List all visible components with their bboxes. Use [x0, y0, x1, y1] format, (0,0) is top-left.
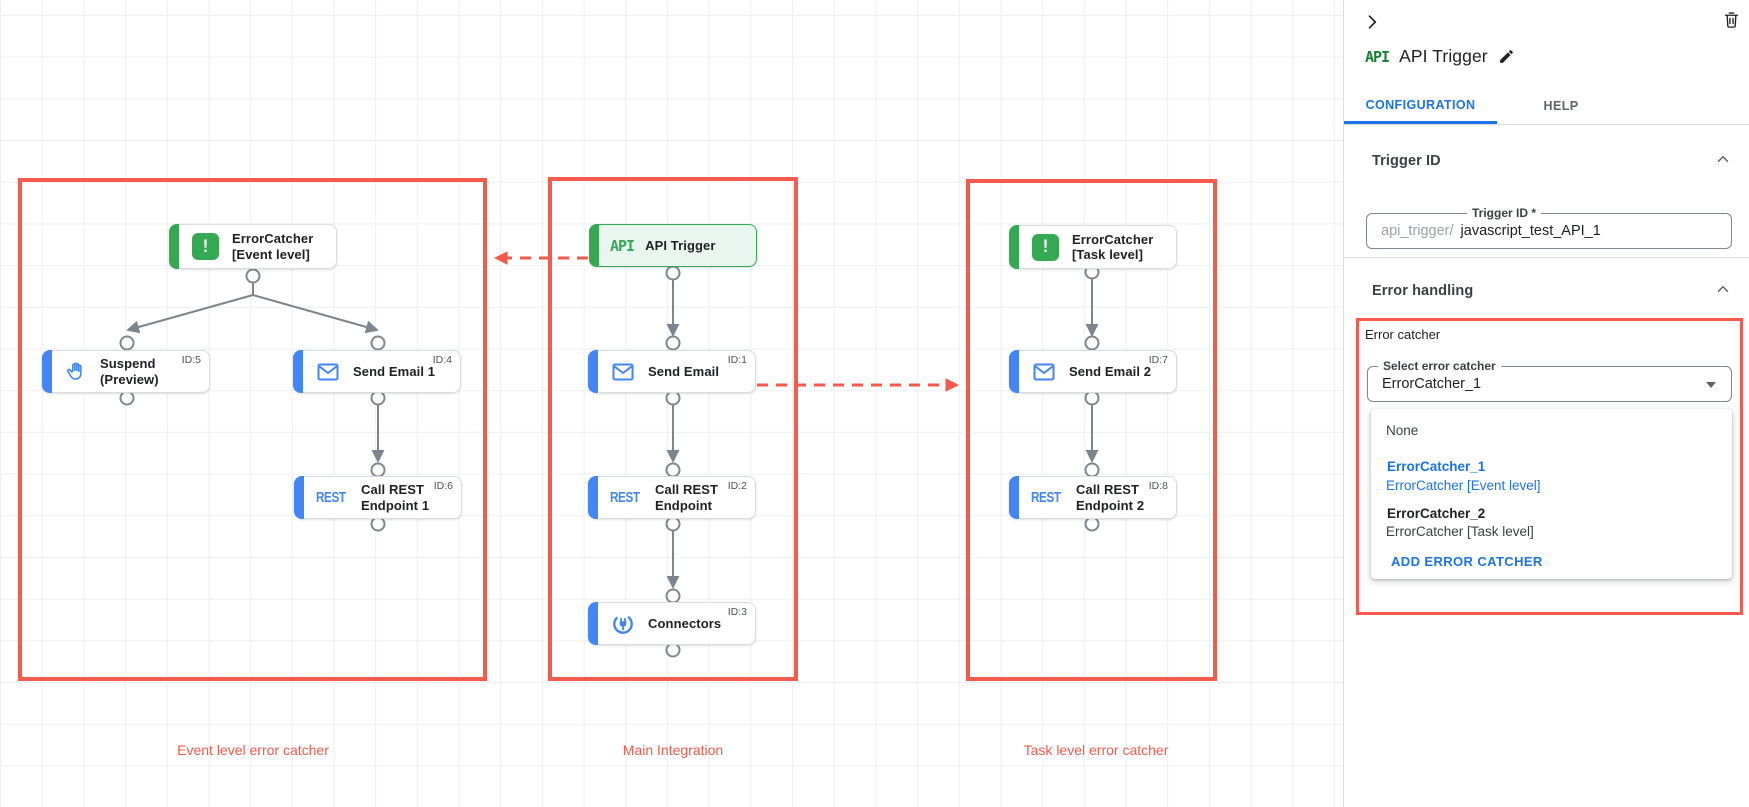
menu-option-errorcatcher-2[interactable]: ErrorCatcher_2 — [1387, 506, 1486, 521]
api-icon: API — [610, 236, 635, 255]
node-label: Send Email 2 — [1069, 363, 1152, 379]
trigger-id-value: javascript_test_API_1 — [1460, 223, 1601, 239]
event-level-group-caption: Event level error catcher — [177, 742, 329, 758]
node-label: Send Email — [648, 363, 720, 379]
node-accent-bar — [1009, 350, 1019, 393]
task-level-group-caption: Task level error catcher — [1023, 742, 1169, 758]
workflow-canvas[interactable]: ! ErrorCatcher [Event level] Suspend (Pr… — [0, 0, 1344, 807]
config-side-panel: API API Trigger CONFIGURATION HELP Trigg… — [1343, 0, 1749, 807]
dropdown-caret-icon — [1706, 382, 1716, 388]
menu-option-errorcatcher-1[interactable]: ErrorCatcher_1 — [1387, 459, 1486, 474]
node-id-badge: ID:4 — [432, 354, 452, 366]
select-error-catcher-value: ErrorCatcher_1 — [1382, 376, 1482, 392]
suspend-hand-icon — [65, 361, 87, 383]
node-id-badge: ID:6 — [433, 480, 453, 492]
rest-icon: REST — [1030, 489, 1061, 506]
panel-tabs: CONFIGURATION HELP — [1344, 88, 1749, 125]
node-accent-bar — [42, 350, 52, 393]
node-send-email-1[interactable]: Send Email 1 ID:4 — [293, 350, 461, 393]
node-connectors[interactable]: Connectors ID:3 — [588, 602, 756, 645]
email-icon — [611, 361, 635, 383]
node-label: Suspend (Preview) — [100, 356, 159, 387]
rest-icon: REST — [315, 489, 346, 506]
event-level-group-box — [18, 178, 487, 681]
node-id-badge: ID:7 — [1148, 354, 1168, 366]
node-label: Call REST Endpoint 2 — [1076, 482, 1145, 513]
trigger-id-prefix: api_trigger/ — [1381, 223, 1454, 239]
node-label: Connectors — [648, 615, 722, 631]
node-send-email[interactable]: Send Email ID:1 — [588, 350, 756, 393]
email-icon — [316, 361, 340, 383]
node-accent-bar — [588, 602, 598, 645]
task-level-group-box — [966, 179, 1217, 681]
node-accent-bar — [294, 476, 304, 519]
node-send-email-2[interactable]: Send Email 2 ID:7 — [1009, 350, 1177, 393]
node-id-badge: ID:1 — [727, 354, 747, 366]
trigger-id-collapse-chevron-icon[interactable] — [1714, 150, 1732, 173]
collapse-panel-chevron-icon[interactable] — [1362, 12, 1382, 37]
panel-title: API Trigger — [1399, 46, 1488, 66]
error-catcher-icon: ! — [1032, 233, 1059, 261]
trigger-id-field-label: Trigger ID * — [1467, 206, 1542, 220]
node-label: Send Email 1 — [353, 363, 436, 379]
edit-title-pencil-icon[interactable] — [1498, 48, 1515, 65]
node-accent-bar — [293, 350, 303, 393]
api-trigger-icon: API — [1365, 47, 1390, 66]
error-handling-section-heading: Error handling — [1372, 283, 1474, 299]
node-errorcatcher-task-level[interactable]: ! ErrorCatcher [Task level] — [1009, 225, 1177, 269]
menu-option-errorcatcher-2-desc[interactable]: ErrorCatcher [Task level] — [1386, 524, 1534, 539]
node-call-rest-endpoint[interactable]: REST Call REST Endpoint ID:2 — [588, 476, 756, 519]
menu-option-errorcatcher-1-desc[interactable]: ErrorCatcher [Event level] — [1386, 478, 1541, 493]
node-accent-bar — [169, 224, 179, 269]
delete-trigger-trash-icon[interactable] — [1722, 10, 1741, 35]
tab-configuration[interactable]: CONFIGURATION — [1344, 88, 1497, 124]
node-accent-bar — [589, 224, 599, 267]
node-id-badge: ID:5 — [181, 354, 201, 366]
trigger-id-input[interactable]: Trigger ID * api_trigger/ javascript_tes… — [1366, 206, 1732, 249]
node-call-rest-endpoint-1[interactable]: REST Call REST Endpoint 1 ID:6 — [294, 476, 462, 519]
node-label: API Trigger — [645, 237, 716, 253]
node-call-rest-endpoint-2[interactable]: REST Call REST Endpoint 2 ID:8 — [1009, 476, 1177, 519]
node-label: ErrorCatcher [Event level] — [232, 231, 314, 262]
rest-icon: REST — [609, 489, 640, 506]
email-icon — [1032, 361, 1056, 383]
error-catcher-dropdown-menu: None ErrorCatcher_1 ErrorCatcher [Event … — [1371, 409, 1732, 579]
node-accent-bar — [588, 350, 598, 393]
select-error-catcher-label: Select error catcher — [1378, 359, 1501, 373]
add-error-catcher-button[interactable]: ADD ERROR CATCHER — [1391, 554, 1543, 569]
node-api-trigger[interactable]: API API Trigger — [589, 224, 757, 267]
main-integration-group-box — [548, 177, 798, 681]
node-id-badge: ID:2 — [727, 480, 747, 492]
select-error-catcher-dropdown[interactable]: Select error catcher ErrorCatcher_1 — [1367, 359, 1732, 402]
tab-help[interactable]: HELP — [1543, 99, 1579, 113]
menu-option-none[interactable]: None — [1386, 423, 1419, 438]
error-catcher-highlight-box — [1356, 318, 1743, 615]
node-accent-bar — [588, 476, 598, 519]
node-accent-bar — [1009, 225, 1019, 269]
node-accent-bar — [1009, 476, 1019, 519]
node-label: ErrorCatcher [Task level] — [1072, 231, 1154, 262]
node-label: Call REST Endpoint — [655, 482, 719, 513]
error-catcher-label: Error catcher — [1365, 327, 1441, 342]
node-suspend[interactable]: Suspend (Preview) ID:5 — [42, 350, 210, 393]
node-id-badge: ID:3 — [727, 606, 747, 618]
trigger-id-section-heading: Trigger ID — [1372, 153, 1441, 169]
node-label: Call REST Endpoint 1 — [361, 482, 430, 513]
error-catcher-icon: ! — [192, 233, 219, 260]
section-divider — [1344, 257, 1749, 258]
main-integration-group-caption: Main Integration — [622, 742, 724, 758]
node-id-badge: ID:8 — [1148, 480, 1168, 492]
node-errorcatcher-event-level[interactable]: ! ErrorCatcher [Event level] — [169, 224, 337, 269]
error-handling-collapse-chevron-icon[interactable] — [1714, 280, 1732, 303]
connectors-icon — [611, 612, 635, 636]
